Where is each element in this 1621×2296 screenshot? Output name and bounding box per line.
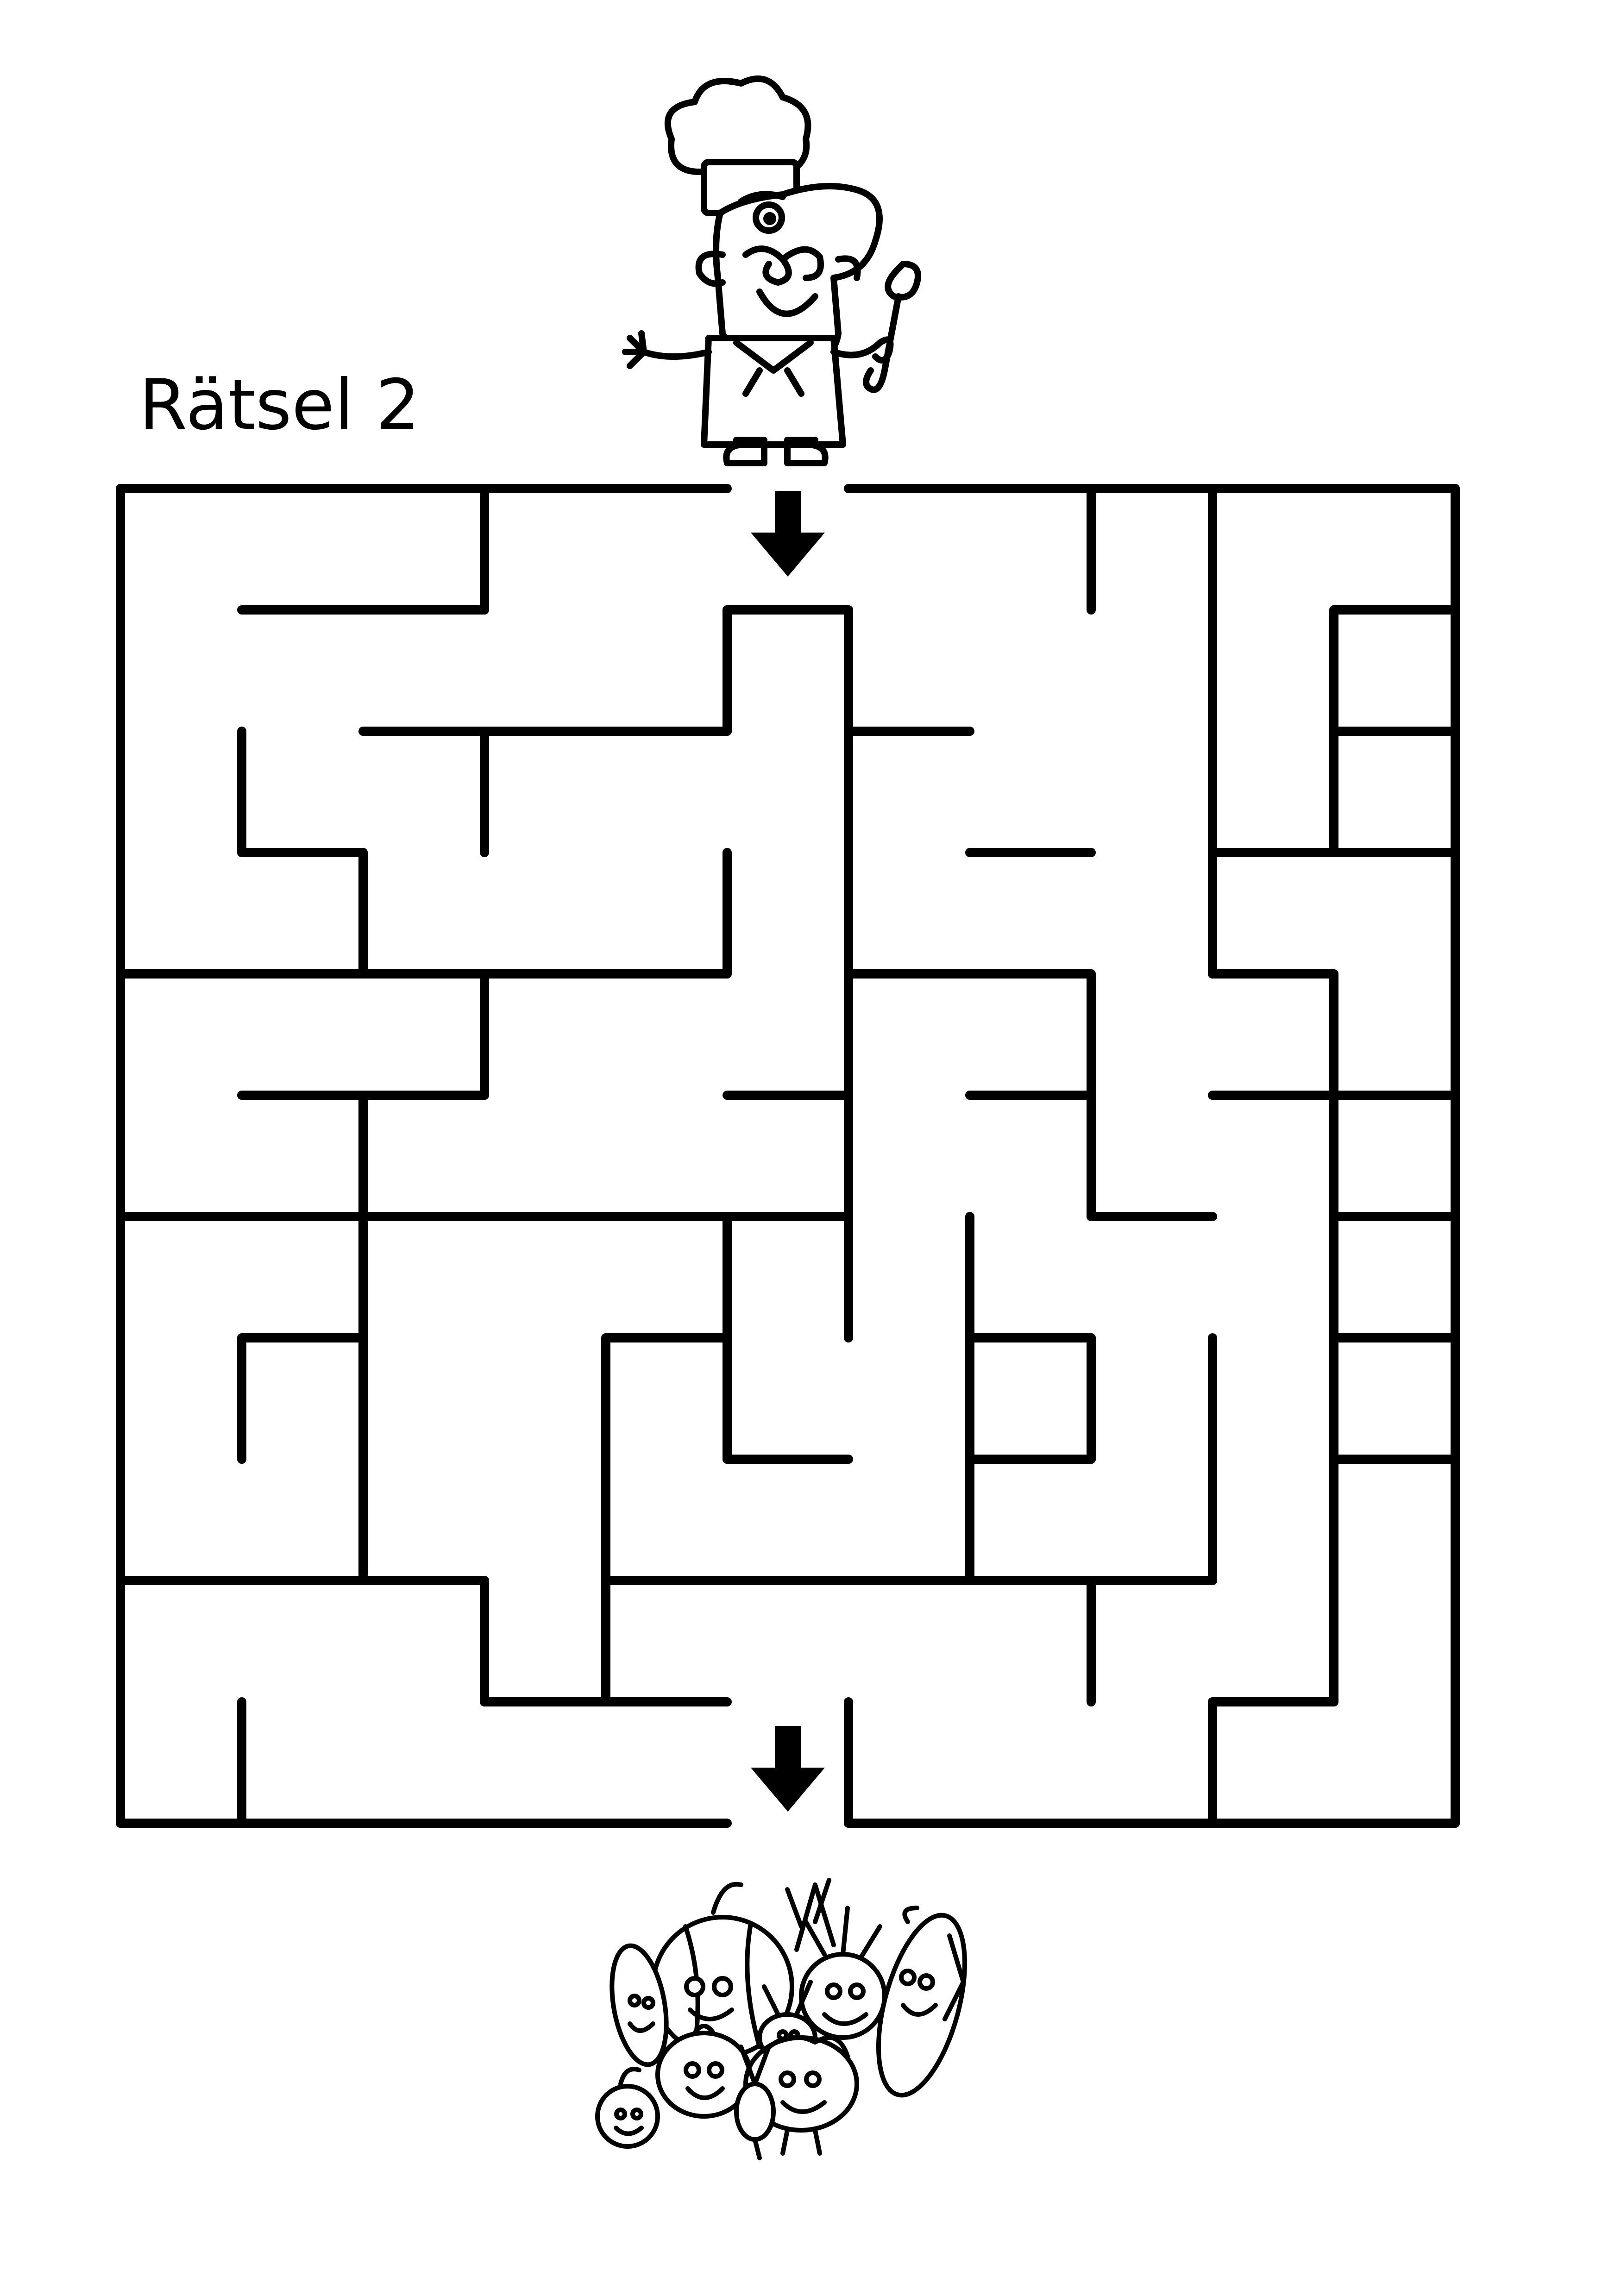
vegetables-illustration bbox=[595, 1878, 968, 2160]
worksheet-title: Rätsel 2 bbox=[139, 365, 420, 445]
exit-down-arrow-icon bbox=[751, 1726, 825, 1812]
maze-walls bbox=[116, 484, 1460, 1828]
chef-illustration bbox=[622, 75, 921, 466]
maze-markers bbox=[751, 491, 825, 1812]
entrance-down-arrow-icon bbox=[751, 491, 825, 577]
